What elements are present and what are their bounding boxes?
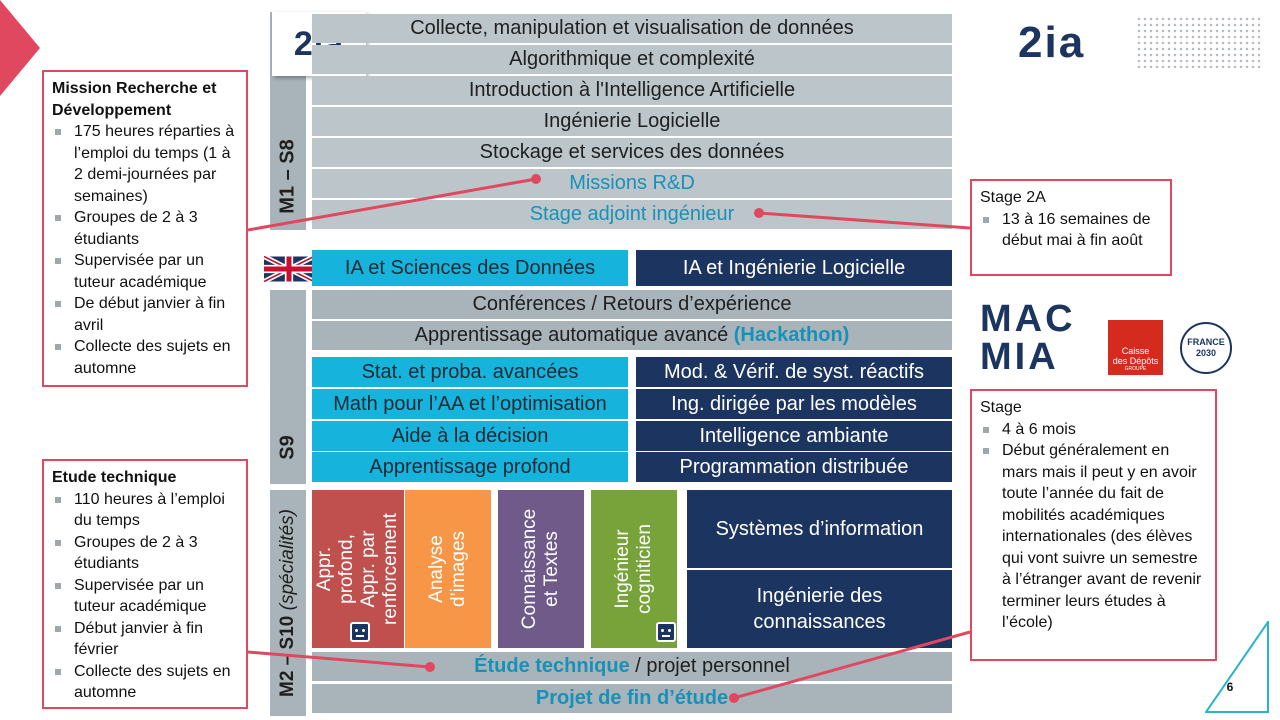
spec-connaissance-textes: Connaissance et Textes [498,490,584,648]
s9-sidebar: S9 [270,290,306,484]
spec-ingenieur-cogniticien-label: Ingénieur cogniticien [612,524,655,614]
callout-stage-2a-title: Stage 2A [980,189,1046,206]
dotted-pattern-decoration [1136,16,1260,68]
projet-fin-etude-text: Projet de fin d’étude [535,687,729,709]
s9-row-conferences: Conférences / Retours d’expérience [312,290,952,319]
list-item: 175 heures réparties à l’emploi du temps… [52,121,238,207]
list-item: Supervisée par un tuteur académique [52,575,238,618]
caisse-depots-logo: Caisse des Dépôts GROUPE [1108,320,1163,375]
s10-label: M2 – S10 (spécialités) [277,509,299,697]
m1-s8-label: M1 – S8 [276,138,299,214]
spec-connaissance-textes-label: Connaissance et Textes [519,508,563,630]
corner-triangle-decoration [0,0,40,96]
m1-row-intro-ia: Introduction à l'Intelligence Artificiel… [312,76,952,105]
s10-etude-technique-row: Étude technique / projet personnel [312,652,952,681]
track-ia-ingenierie-logicielle: IA et Ingénierie Logicielle [636,250,952,286]
spec-analyse-images: Analyse d’images [405,490,491,648]
projet-personnel-text: / projet personnel [629,655,790,677]
list-item: Supervisée par un tuteur académique [52,250,238,293]
m1-row-missions-rd: Missions R&D [312,169,952,198]
m1-row-algorithmique: Algorithmique et complexité [312,45,952,74]
callout-stage-title: Stage [980,399,1022,416]
caisse-depots-sub: GROUPE [1124,366,1147,372]
m1-row-ingenierie-logicielle: Ingénierie Logicielle [312,107,952,136]
s9-right-mod-verif: Mod. & Vérif. de syst. réactifs [636,357,952,387]
s9-right-ing-dirigee: Ing. dirigée par les modèles [636,389,952,419]
s10-systemes-information: Systèmes d’information [687,490,952,568]
france-2030-logo: FRANCE 2030 [1180,322,1232,374]
spec-appr-profond: Appr. profond, Appr. par renforcement [312,490,404,648]
top-logo: 2ia [1018,18,1086,67]
list-item: 4 à 6 mois [980,419,1207,441]
list-item: Groupes de 2 à 3 étudiants [52,207,238,250]
robot-icon [350,622,370,642]
list-item: Début généralement en mars mais il peut … [980,440,1207,634]
callout-mission-rd: Mission Recherche et Développement 175 h… [42,70,248,387]
m1-row-collecte: Collecte, manipulation et visualisation … [312,14,952,43]
s10-sidebar: M2 – S10 (spécialités) [270,490,306,716]
s9-hackathon-text: (Hackathon) [733,324,850,346]
s9-left-apprentissage-profond: Apprentissage profond [312,452,628,482]
s9-left-aide-decision: Aide à la décision [312,421,628,451]
s10-ingenierie-connaissances: Ingénierie des connaissances [687,570,952,648]
callout-stage-2a: Stage 2A 13 à 16 semaines de début mai à… [970,179,1172,276]
page-number: 6 [1226,680,1234,694]
s9-apprentissage-text: Apprentissage automatique avancé [414,324,734,346]
spec-ingenieur-cogniticien: Ingénieur cogniticien [591,490,677,648]
list-item: 110 heures à l’emploi du temps [52,489,238,532]
s9-left-stat-proba: Stat. et proba. avancées [312,357,628,387]
robot-icon [656,622,676,642]
s9-left-math-aa: Math pour l’AA et l’optimisation [312,389,628,419]
list-item: 13 à 16 semaines de début mai à fin août [980,209,1162,252]
s9-right-programmation-distribuee: Programmation distribuée [636,452,952,482]
spec-analyse-images-label: Analyse d’images [426,530,469,608]
macmia-logo: MAC MIA [980,298,1076,378]
list-item: De début janvier à fin avril [52,293,238,336]
list-item: Groupes de 2 à 3 étudiants [52,532,238,575]
m1-row-stockage: Stockage et services des données [312,138,952,167]
callout-mission-rd-title: Mission Recherche et Développement [52,80,217,119]
france-2030-text: FRANCE 2030 [1187,337,1225,358]
caisse-depots-text: Caisse des Dépôts [1112,346,1159,366]
list-item: Début janvier à fin février [52,618,238,661]
page-corner-triangle [1205,621,1269,713]
callout-etude-technique-title: Etude technique [52,469,177,486]
spec-appr-profond-label: Appr. profond, Appr. par renforcement [314,513,402,625]
track-ia-sciences-donnees: IA et Sciences des Données [312,250,628,286]
uk-flag-icon [262,254,316,284]
s10-projet-fin-etude-row: Projet de fin d’étude [312,684,952,713]
etude-technique-text: Étude technique [474,655,630,677]
list-item: Collecte des sujets en automne [52,661,238,704]
s9-right-intelligence-ambiante: Intelligence ambiante [636,421,952,451]
callout-etude-technique: Etude technique 110 heures à l’emploi du… [42,459,248,709]
s10-label-main: M2 – S10 [277,610,299,697]
s9-label: S9 [276,434,299,460]
s10-label-sub: (spécialités) [277,509,299,611]
m1-row-stage-adjoint: Stage adjoint ingénieur [312,200,952,229]
callout-stage: Stage 4 à 6 mois Début généralement en m… [970,389,1217,661]
list-item: Collecte des sujets en automne [52,336,238,379]
s9-row-apprentissage-avance: Apprentissage automatique avancé (Hackat… [312,321,952,350]
